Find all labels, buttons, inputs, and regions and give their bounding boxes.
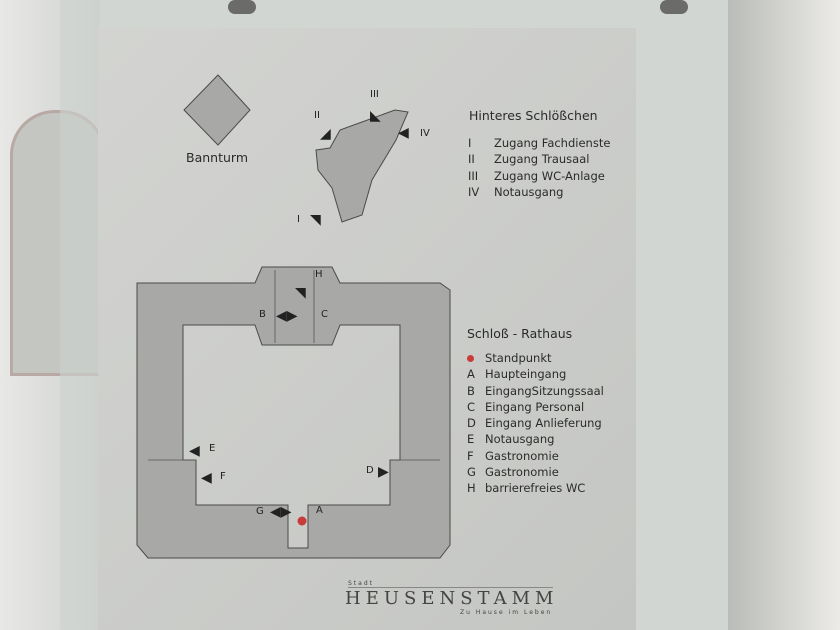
- heusenstamm-logo: Stadt HEUSENSTAMM Zu Hause im Leben: [345, 580, 558, 616]
- logo-small-text: Stadt: [348, 580, 553, 588]
- legend-label: Zugang WC-Anlage: [494, 168, 605, 183]
- marker-I: I: [297, 214, 300, 225]
- schloesschen-legend: I Zugang Fachdienste II Zugang Trausaal II…: [468, 136, 610, 201]
- marker-F: F: [220, 471, 226, 482]
- legend-item: D Eingang Anlieferung: [467, 416, 604, 432]
- legend-label: Zugang Fachdienste: [494, 136, 611, 150]
- legend-key: B: [467, 383, 475, 398]
- svg-text:◀: ◀: [189, 443, 200, 459]
- legend-key: G: [467, 465, 476, 480]
- legend-label: Haupteingang: [485, 367, 567, 382]
- legend-key: IV: [468, 184, 480, 199]
- marker-E: E: [209, 443, 216, 454]
- castle-shape: [136, 266, 451, 559]
- legend-item: IV Notausgang: [468, 185, 610, 201]
- marker-C: C: [321, 309, 328, 320]
- schloesschen-title: Hinteres Schlößchen: [469, 108, 598, 123]
- svg-text:▶: ▶: [378, 464, 389, 480]
- bannturm-shape: [183, 74, 251, 146]
- legend-key: A: [467, 367, 475, 382]
- legend-label: Notausgang: [494, 184, 564, 199]
- legend-label: Eingang Personal: [485, 399, 585, 414]
- svg-text:◥: ◥: [310, 212, 321, 228]
- svg-text:◀▶: ◀▶: [270, 504, 292, 520]
- svg-text:◀: ◀: [201, 470, 212, 486]
- legend-key: III: [468, 168, 479, 183]
- legend-label: Gastronomie: [485, 465, 559, 480]
- arrow-icons: ◀▶◀▶ ◀◀▶ ◥◥◢ ◣◀: [189, 108, 409, 520]
- marker-D: D: [366, 465, 374, 476]
- marker-G: G: [256, 506, 264, 517]
- legend-label: Notausgang: [485, 432, 555, 447]
- logo-name: HEUSENSTAMM: [345, 588, 559, 609]
- legend-key: H: [467, 481, 476, 496]
- bannturm-label: Bannturm: [186, 150, 248, 165]
- mount-bolt: [660, 0, 688, 14]
- legend-label: Eingang Anlieferung: [485, 416, 602, 431]
- legend-key: D: [467, 416, 476, 431]
- rathaus-legend: Standpunkt A Haupteingang B EingangSitzung…: [467, 351, 604, 498]
- wall-right: [728, 0, 840, 630]
- legend-label: barrierefreies WC: [485, 481, 586, 496]
- legend-key: II: [468, 152, 475, 167]
- svg-text:◥: ◥: [295, 285, 306, 301]
- legend-item: I Zugang Fachdienste: [468, 136, 610, 152]
- svg-text:◀: ◀: [398, 125, 409, 141]
- legend-label: Gastronomie: [485, 448, 559, 463]
- marker-IV: IV: [420, 128, 430, 139]
- marker-II: II: [314, 110, 320, 121]
- legend-item: III Zugang WC-Anlage: [468, 169, 610, 185]
- legend-item: B EingangSitzungssaal: [467, 384, 604, 400]
- rathaus-title: Schloß - Rathaus: [467, 326, 573, 341]
- legend-label: Standpunkt: [485, 351, 552, 365]
- legend-key: C: [467, 399, 476, 414]
- marker-B: B: [259, 309, 266, 320]
- marker-A: A: [316, 505, 323, 516]
- legend-item: E Notausgang: [467, 432, 604, 448]
- standpunkt-dot-icon: [467, 355, 474, 362]
- logo-tagline: Zu Hause im Leben: [460, 609, 553, 616]
- svg-text:◢: ◢: [320, 126, 331, 142]
- svg-text:◣: ◣: [370, 108, 381, 124]
- legend-key: E: [467, 432, 475, 447]
- legend-label: Zugang Trausaal: [494, 152, 590, 167]
- legend-item: C Eingang Personal: [467, 400, 604, 416]
- legend-item: II Zugang Trausaal: [468, 152, 610, 168]
- marker-III: III: [370, 89, 379, 100]
- legend-item: F Gastronomie: [467, 449, 604, 465]
- legend-item: A Haupteingang: [467, 367, 604, 383]
- legend-key: F: [467, 448, 474, 463]
- marker-H: H: [315, 269, 323, 280]
- legend-item-standpunkt: Standpunkt: [467, 351, 604, 367]
- legend-label: EingangSitzungssaal: [485, 383, 604, 398]
- svg-text:◀▶: ◀▶: [276, 308, 298, 324]
- mount-bolt: [228, 0, 256, 14]
- legend-item: G Gastronomie: [467, 465, 604, 481]
- schloesschen-shape: [315, 109, 409, 223]
- standpunkt-marker: [297, 516, 307, 526]
- legend-key: I: [468, 136, 472, 150]
